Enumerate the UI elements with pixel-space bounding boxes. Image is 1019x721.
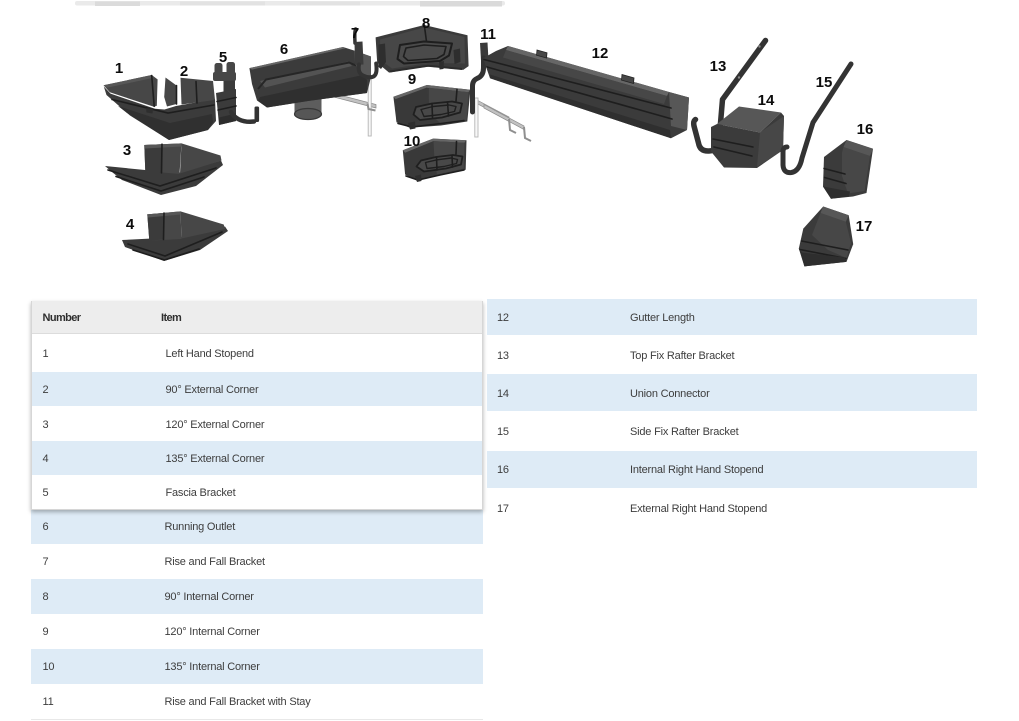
svg-text:11: 11 [480,26,496,43]
svg-text:12: 12 [592,45,609,62]
svg-text:9: 9 [408,71,416,88]
svg-text:17: 17 [856,218,873,235]
svg-text:5: 5 [219,49,227,66]
svg-text:10: 10 [404,133,421,150]
svg-text:15: 15 [816,74,833,91]
svg-text:3: 3 [123,142,131,159]
svg-text:4: 4 [126,216,135,233]
svg-text:7: 7 [351,25,359,42]
svg-text:16: 16 [857,121,874,138]
svg-text:1: 1 [115,60,123,77]
svg-text:13: 13 [710,58,727,75]
svg-text:2: 2 [180,63,188,80]
svg-text:8: 8 [422,15,430,32]
svg-text:6: 6 [280,41,288,58]
svg-text:14: 14 [758,92,775,109]
